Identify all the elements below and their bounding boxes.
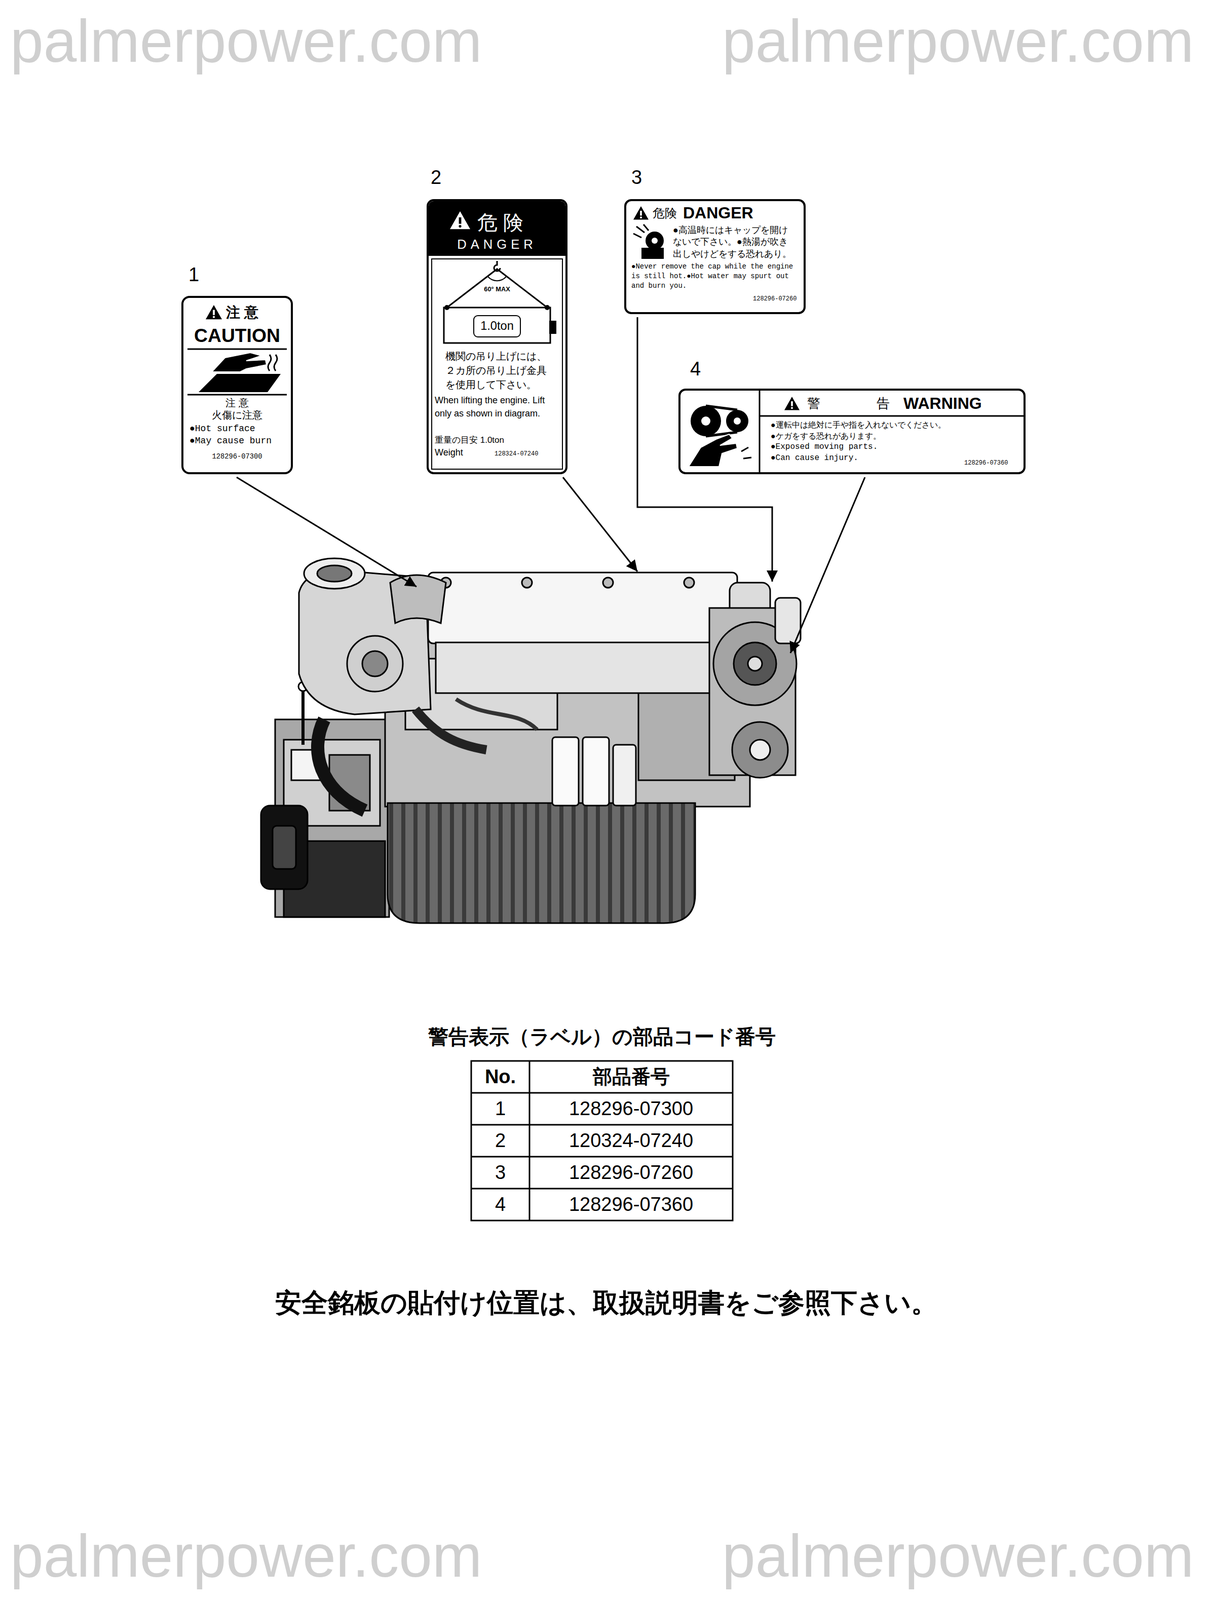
heading-ja: 危険: [652, 206, 677, 221]
table-cell: 120324-07240: [532, 1127, 731, 1155]
callout-number: 1: [188, 264, 200, 286]
part-number: 128324-07240: [494, 450, 539, 458]
table-header: 部品番号: [532, 1063, 731, 1091]
signal-word: DANGER: [428, 236, 566, 253]
heading-ja: 注 意: [183, 397, 291, 410]
table-header: No.: [473, 1063, 527, 1091]
callout-number: 2: [430, 167, 442, 189]
hazard-text: ●Can cause injury.: [770, 453, 859, 464]
part-number: 128296-07360: [964, 459, 1008, 467]
weight-en: Weight: [434, 447, 464, 459]
callout-number: 3: [631, 167, 642, 189]
heading-ja: 危 険: [477, 210, 524, 235]
signal-word: WARNING: [903, 393, 982, 413]
watermark: palmerpower.com: [722, 11, 1194, 71]
footer-note: 安全銘板の貼付け位置は、取扱説明書をご参照下さい。: [149, 1286, 1063, 1319]
label-icon: [183, 297, 291, 473]
table-cell: 1: [473, 1095, 527, 1123]
table-cell: 3: [473, 1159, 527, 1187]
warning-label: 警 告 WARNING ●運転中は絶対に手や指を入れないでください。●ケガをする恐れ…: [678, 388, 1026, 475]
hazard-text: ●May cause burn: [189, 435, 272, 447]
warning-label: 注 意CAUTION注 意火傷に注意●Hot surface●May cause…: [181, 295, 293, 475]
heading-ja: 注 意: [225, 304, 259, 322]
weight-label: 1.0ton: [428, 318, 566, 333]
table-cell: 128296-07300: [532, 1095, 731, 1123]
signal-word: DANGER: [683, 203, 754, 223]
engine-drawing: [260, 558, 801, 924]
watermark: palmerpower.com: [10, 1526, 482, 1586]
table-cell: 128296-07360: [532, 1191, 731, 1219]
table-title: 警告表示（ラベル）の部品コード番号: [348, 1024, 856, 1049]
hazard-text: ●Hot surface: [189, 423, 256, 435]
hazard-text: ●Exposed moving parts.: [770, 442, 878, 452]
callout-number: 4: [690, 358, 701, 381]
table-cell: 2: [473, 1127, 527, 1155]
table-cell: 128296-07260: [532, 1159, 731, 1187]
watermark: palmerpower.com: [722, 1526, 1194, 1586]
angle-label: 60° MAX: [428, 285, 566, 293]
instruction-en: When lifting the engine. Lift only as sh…: [434, 393, 547, 421]
hazard-text: 火傷に注意: [183, 409, 291, 422]
hazard-text: ●運転中は絶対に手や指を入れないでください。: [770, 420, 946, 430]
signal-word: CAUTION: [183, 325, 291, 347]
heading-ja: 警 告: [807, 395, 890, 412]
weight-ja: 重量の目安 1.0ton: [434, 435, 505, 446]
part-number: 128296-07260: [752, 295, 797, 303]
watermark: palmerpower.com: [10, 11, 482, 71]
warning-label: 危険 DANGER●高温時にはキャップを開けないで下さい。●熱湯が吹き出しやけどを…: [624, 199, 806, 315]
instruction-ja: 機関の吊り上げには、２カ所の吊り上げ金具を使用して下さい。: [445, 349, 549, 392]
hazard-text: ●Never remove the cap while the engine i…: [631, 261, 801, 291]
part-number: 128296-07300: [183, 452, 291, 462]
table-grid: [471, 1061, 733, 1221]
warning-label: 危 険DANGER 60° MAX 1.0ton 機関の吊り上げには、２カ所の吊り上げ…: [426, 199, 568, 475]
table-cell: 4: [473, 1191, 527, 1219]
hazard-text: ●高温時にはキャップを開けないで下さい。●熱湯が吹き出しやけどをする恐れあり。: [672, 224, 795, 260]
hazard-text: ●ケガをする恐れがあります。: [770, 431, 882, 441]
